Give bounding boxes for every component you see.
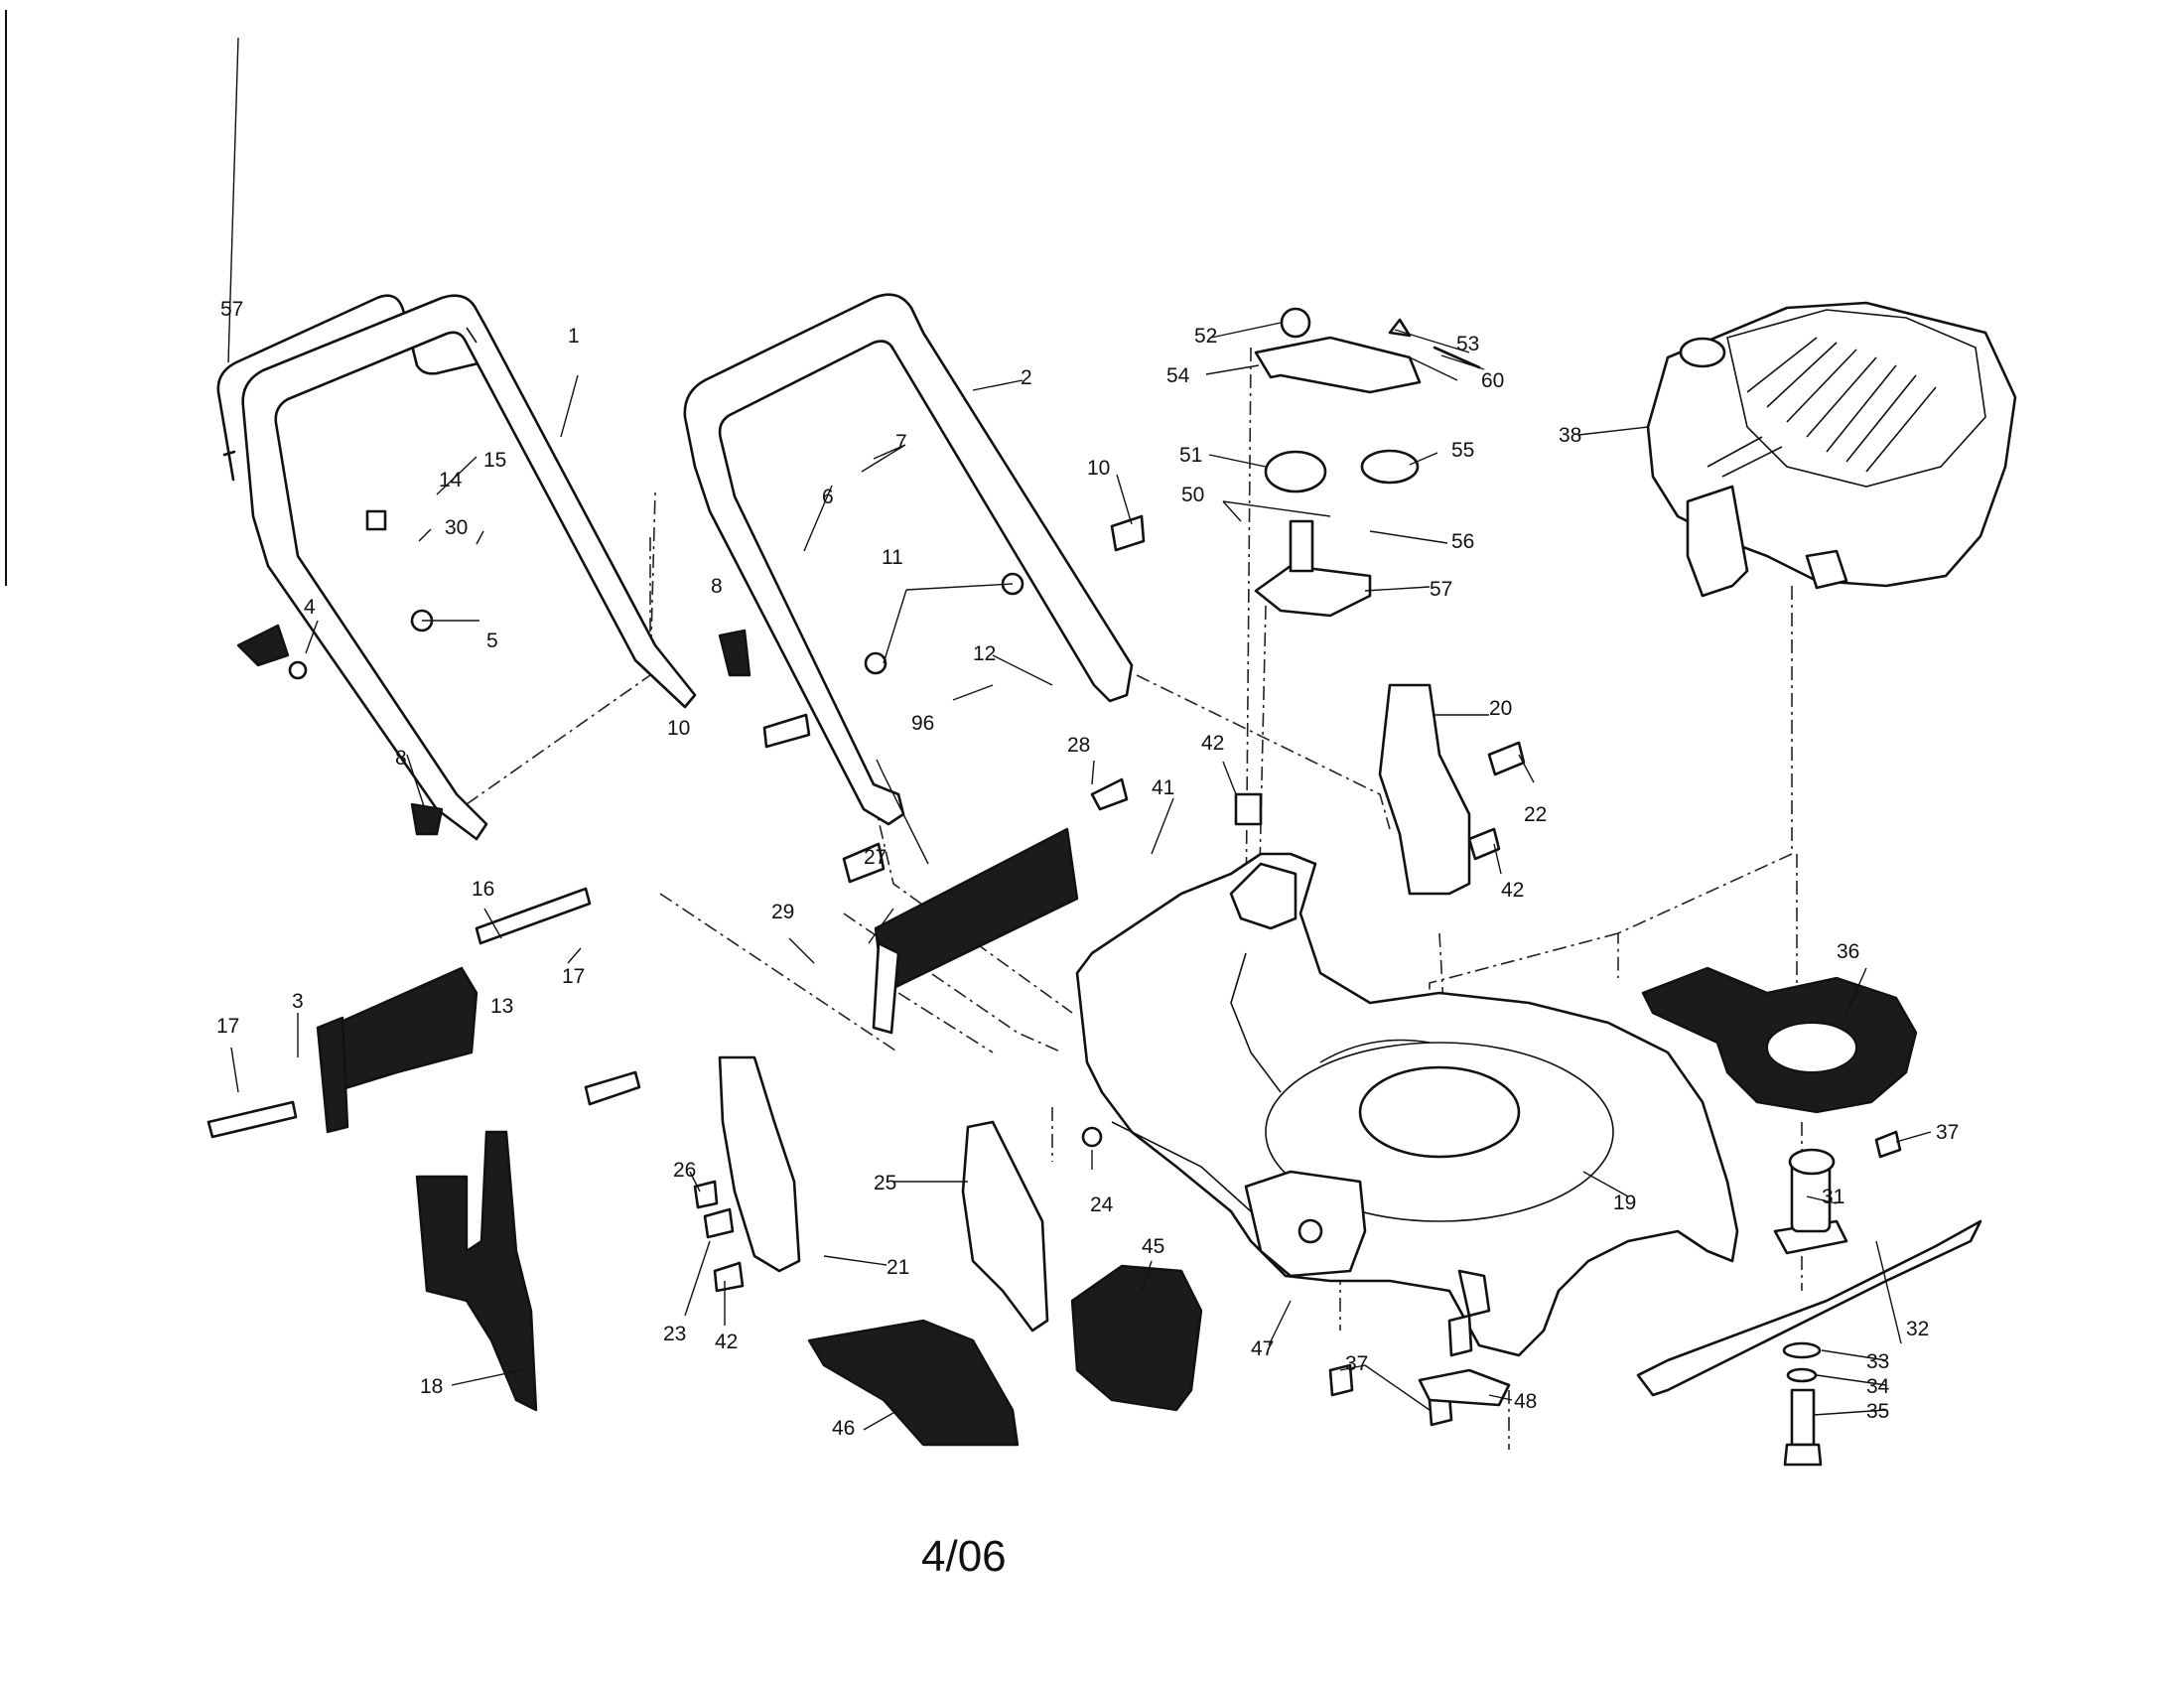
callout-labels: 57 1 2 7 6 10 11 12 15 14 30 4 5 8 10 96… [216,298,1959,1440]
revision-date: 4/06 [921,1532,1007,1581]
blade-31 [1636,1219,1982,1397]
callout-2: 2 [1021,366,1032,389]
deflector-25 [961,1120,1049,1333]
callout-9: 57 [220,298,243,321]
callout-41: 41 [1152,776,1174,799]
callout-14: 14 [439,469,463,491]
callout-5: 5 [486,630,498,652]
side-chutes [807,1264,1203,1447]
callout-37: 37 [1345,1352,1368,1375]
adapter-30 [1773,1148,1848,1255]
blade-adapter-35 [1641,966,1918,1114]
engine-38 [1646,301,2017,598]
callout-25: 25 [874,1172,896,1194]
callout-23: 23 [663,1323,686,1345]
callout-96: 96 [911,712,934,735]
fasteners [206,509,1902,1467]
upper-handle-1 [241,294,697,841]
callout-4: 4 [304,596,316,619]
lower-handle-2 [683,293,1134,826]
callout-54: 54 [1166,364,1190,387]
callout-42-bottom: 42 [715,1331,738,1353]
callout-17-right: 17 [562,965,585,988]
callout-55: 55 [1451,439,1474,462]
callout-7: 7 [895,431,907,454]
rear-shield-27 [872,827,1079,1035]
callout-21: 21 [887,1256,909,1279]
callout-1: 1 [568,325,580,348]
callout-6: 6 [822,486,834,508]
callout-30: 31 [1822,1186,1844,1208]
callout-53: 53 [1456,333,1479,355]
callout-48: 48 [1514,1390,1537,1413]
callout-12: 12 [973,642,996,665]
callout-10-lower: 10 [667,717,690,740]
callout-31: 32 [1906,1318,1929,1340]
callout-28-left: 29 [771,901,794,923]
callout-38: 38 [1559,424,1581,447]
callout-50: 50 [1181,484,1204,506]
callout-22: 22 [1524,803,1547,826]
callout-57: 57 [1430,578,1452,601]
callout-10: 10 [1087,457,1110,480]
callout-60: 60 [1481,369,1504,392]
callout-18: 18 [420,1375,443,1398]
callout-46: 46 [832,1417,855,1440]
mulch-plug-18 [415,1130,538,1412]
callout-51: 51 [1179,444,1202,467]
callout-35: 36 [1837,940,1859,963]
height-brackets [718,683,1471,1273]
callout-34: 35 [1866,1400,1889,1423]
callout-33: 34 [1866,1375,1890,1398]
callout-13: 13 [490,995,513,1018]
callout-52: 52 [1194,325,1217,348]
callout-27: 27 [864,846,887,869]
rear-flap-3 [316,966,478,1134]
callout-8-upper: 8 [711,575,723,598]
callout-47: 47 [1251,1337,1274,1360]
callout-15: 15 [483,449,506,472]
callout-42-top: 42 [1201,732,1224,755]
callout-3: 3 [292,990,304,1013]
callout-16: 16 [472,878,494,901]
leader-lines [227,37,1932,1431]
callout-36: 37 [1936,1121,1959,1144]
callout-11: 11 [882,546,903,569]
callout-17-left: 17 [216,1015,239,1038]
callout-28-top: 28 [1067,734,1090,757]
callout-32: 33 [1866,1350,1889,1373]
deck-19 [1075,852,1739,1357]
callout-20: 20 [1489,697,1512,720]
callout-19: 19 [1613,1192,1636,1214]
bail-wire-9 [216,294,488,482]
callout-24: 24 [1090,1193,1114,1216]
callout-29: 30 [445,516,468,539]
callout-8-lower: 8 [395,747,407,770]
callout-26: 26 [673,1159,696,1182]
callout-42-right: 42 [1501,879,1524,902]
belt-drive-assembly [1254,307,1481,618]
callout-56: 56 [1451,530,1474,553]
callout-45: 45 [1142,1235,1164,1258]
